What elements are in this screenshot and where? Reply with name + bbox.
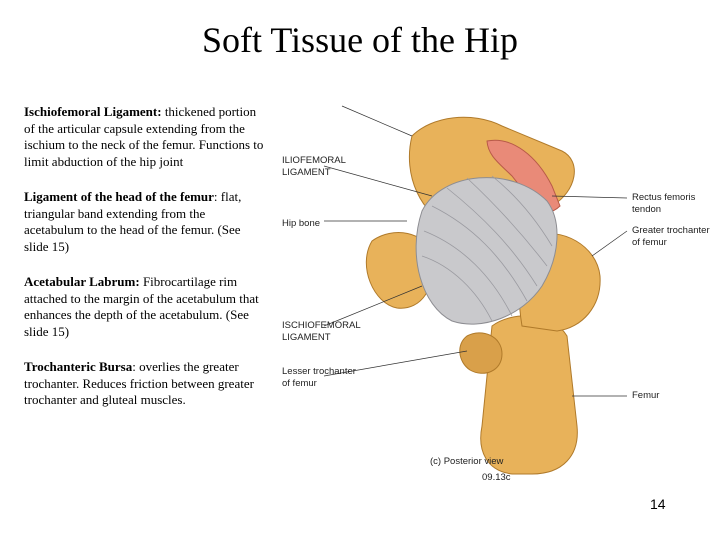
label-ischiofemoral-2: LIGAMENT [282,332,331,343]
label-lesser-trochanter: Lesser trochanter [282,366,356,377]
definition: : overlies the greater trochanter. Reduc… [24,359,254,407]
lesser-trochanter-shape [459,332,503,374]
hip-illustration: ILIOFEMORAL LIGAMENT Hip bone ISCHIOFEMO… [282,105,710,483]
slide-title: Soft Tissue of the Hip [201,20,519,60]
label-lesser-trochanter-2: of femur [282,378,317,389]
label-greater-trochanter: Greater trochanter [632,225,710,236]
label-figure-code: 09.13c [482,472,511,483]
label-rectus-femoris: Rectus femoris [632,192,696,203]
label-ischiofemoral: ISCHIOFEMORAL [282,320,361,331]
term: Acetabular Labrum: [24,274,140,289]
leader-lines [323,105,628,397]
paragraph-acetabular-labrum: Acetabular Labrum: Fibrocartilage rim at… [24,274,264,340]
label-hip-bone: Hip bone [282,218,320,229]
label-greater-trochanter-2: of femur [632,237,667,248]
label-view: (c) Posterior view [430,456,504,467]
definition: thickened portion of the articular capsu… [24,104,264,169]
definition: Fibrocartilage rim attached to the margi… [24,274,259,339]
term: Trochanteric Bursa [24,359,133,374]
text-column: Ischiofemoral Ligament: thickened portio… [24,104,264,428]
label-iliofemoral: ILIOFEMORAL [282,155,346,166]
definition: : flat, triangular band extending from t… [24,189,242,254]
term: Ischiofemoral Ligament: [24,104,162,119]
term: Ligament of the head of the femur [24,189,214,204]
paragraph-trochanteric-bursa: Trochanteric Bursa: overlies the greater… [24,359,264,409]
label-rectus-femoris-2: tendon [632,204,661,215]
page-number: 14 [650,496,666,512]
label-femur: Femur [632,390,659,401]
capsule-ligament-shape [415,177,558,325]
ligament-fibers [421,175,553,322]
paragraph-ischiofemoral: Ischiofemoral Ligament: thickened portio… [24,104,264,170]
hip-anatomy-figure: ILIOFEMORAL LIGAMENT Hip bone ISCHIOFEMO… [262,96,720,486]
label-iliofemoral-2: LIGAMENT [282,167,331,178]
paragraph-ligament-head-femur: Ligament of the head of the femur: flat,… [24,189,264,255]
